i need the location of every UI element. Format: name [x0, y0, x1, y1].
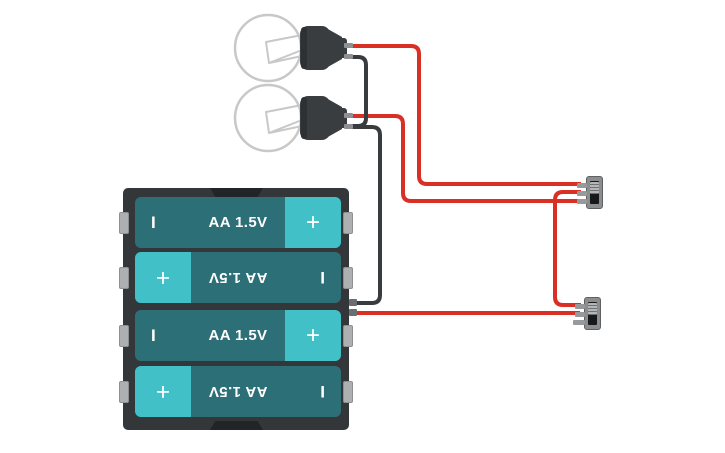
bulb-socket-nub [338, 38, 347, 58]
battery-pack-4x-aa[interactable]: I AA 1.5V + I AA 1.5V + I AA 1.5V + [119, 188, 357, 430]
lightbulb-1[interactable] [232, 8, 354, 88]
pack-contact [343, 381, 353, 403]
plus-indicator: + [156, 378, 171, 406]
plus-indicator: + [156, 264, 171, 292]
switch-knob[interactable] [590, 182, 599, 194]
bulb-glass [233, 13, 303, 83]
bulb-filament-icon [265, 104, 303, 134]
slide-switch-2[interactable] [573, 297, 601, 330]
wire-switch1-pin2-to-switch2-pin1[interactable] [553, 190, 581, 307]
battery-positive-cap: + [285, 310, 341, 361]
pack-contact [119, 212, 129, 234]
bulb-socket-taper [326, 28, 342, 68]
pack-negative-terminal[interactable] [349, 299, 357, 306]
pack-notch-bottom [210, 421, 263, 430]
pack-contact [343, 212, 353, 234]
battery-positive-cap: + [135, 252, 191, 303]
switch-pin-2[interactable] [575, 312, 585, 317]
switch-pin-3[interactable] [577, 199, 587, 204]
switch-knob[interactable] [588, 303, 597, 315]
switch-pin-1[interactable] [577, 183, 587, 188]
bulb-terminal-top[interactable] [344, 113, 353, 118]
wire-bulb2-to-battery-negative[interactable] [346, 125, 382, 305]
wire-bulb2-to-switch1-pin3[interactable] [346, 114, 581, 203]
battery-positive-cap: + [285, 197, 341, 248]
bulb-glass [233, 83, 303, 153]
switch-pin-1[interactable] [575, 304, 585, 309]
bulb-socket-band [301, 97, 307, 139]
switch-channel [588, 302, 597, 325]
pack-contact [119, 325, 129, 347]
bulb-terminal-top[interactable] [344, 43, 353, 48]
plus-indicator: + [305, 321, 320, 349]
pack-contact [119, 267, 129, 289]
bulb-filament-icon [265, 34, 303, 64]
battery-positive-cap: + [135, 366, 191, 417]
pack-notch-top [210, 188, 263, 197]
minus-indicator: I [151, 325, 156, 345]
pack-contact [343, 325, 353, 347]
battery-aa-3[interactable]: I AA 1.5V + [135, 310, 341, 361]
battery-label: AA 1.5V [208, 214, 268, 231]
battery-label: AA 1.5V [208, 327, 268, 344]
bulb-terminal-bottom[interactable] [344, 124, 353, 129]
switch-channel [590, 181, 599, 204]
pack-contact [343, 267, 353, 289]
pack-positive-terminal[interactable] [349, 309, 357, 316]
pack-contact [119, 381, 129, 403]
wire-bulb1-to-switch1-pin1[interactable] [346, 44, 581, 186]
bulb-terminal-bottom[interactable] [344, 54, 353, 59]
lightbulb-2[interactable] [232, 78, 354, 158]
bulb-socket-band [301, 27, 307, 69]
battery-aa-1[interactable]: I AA 1.5V + [135, 197, 341, 248]
bulb-socket [300, 96, 330, 140]
battery-aa-2[interactable]: I AA 1.5V + [135, 252, 341, 303]
bulb-socket [300, 26, 330, 70]
bulb-socket-taper [326, 98, 342, 138]
bulb-socket-nub [338, 108, 347, 128]
slide-switch-1[interactable] [577, 176, 603, 209]
switch-pin-3[interactable] [573, 320, 585, 325]
battery-aa-4[interactable]: I AA 1.5V + [135, 366, 341, 417]
switch-pin-2[interactable] [577, 191, 587, 196]
plus-indicator: + [305, 208, 320, 236]
minus-indicator: I [151, 212, 156, 232]
